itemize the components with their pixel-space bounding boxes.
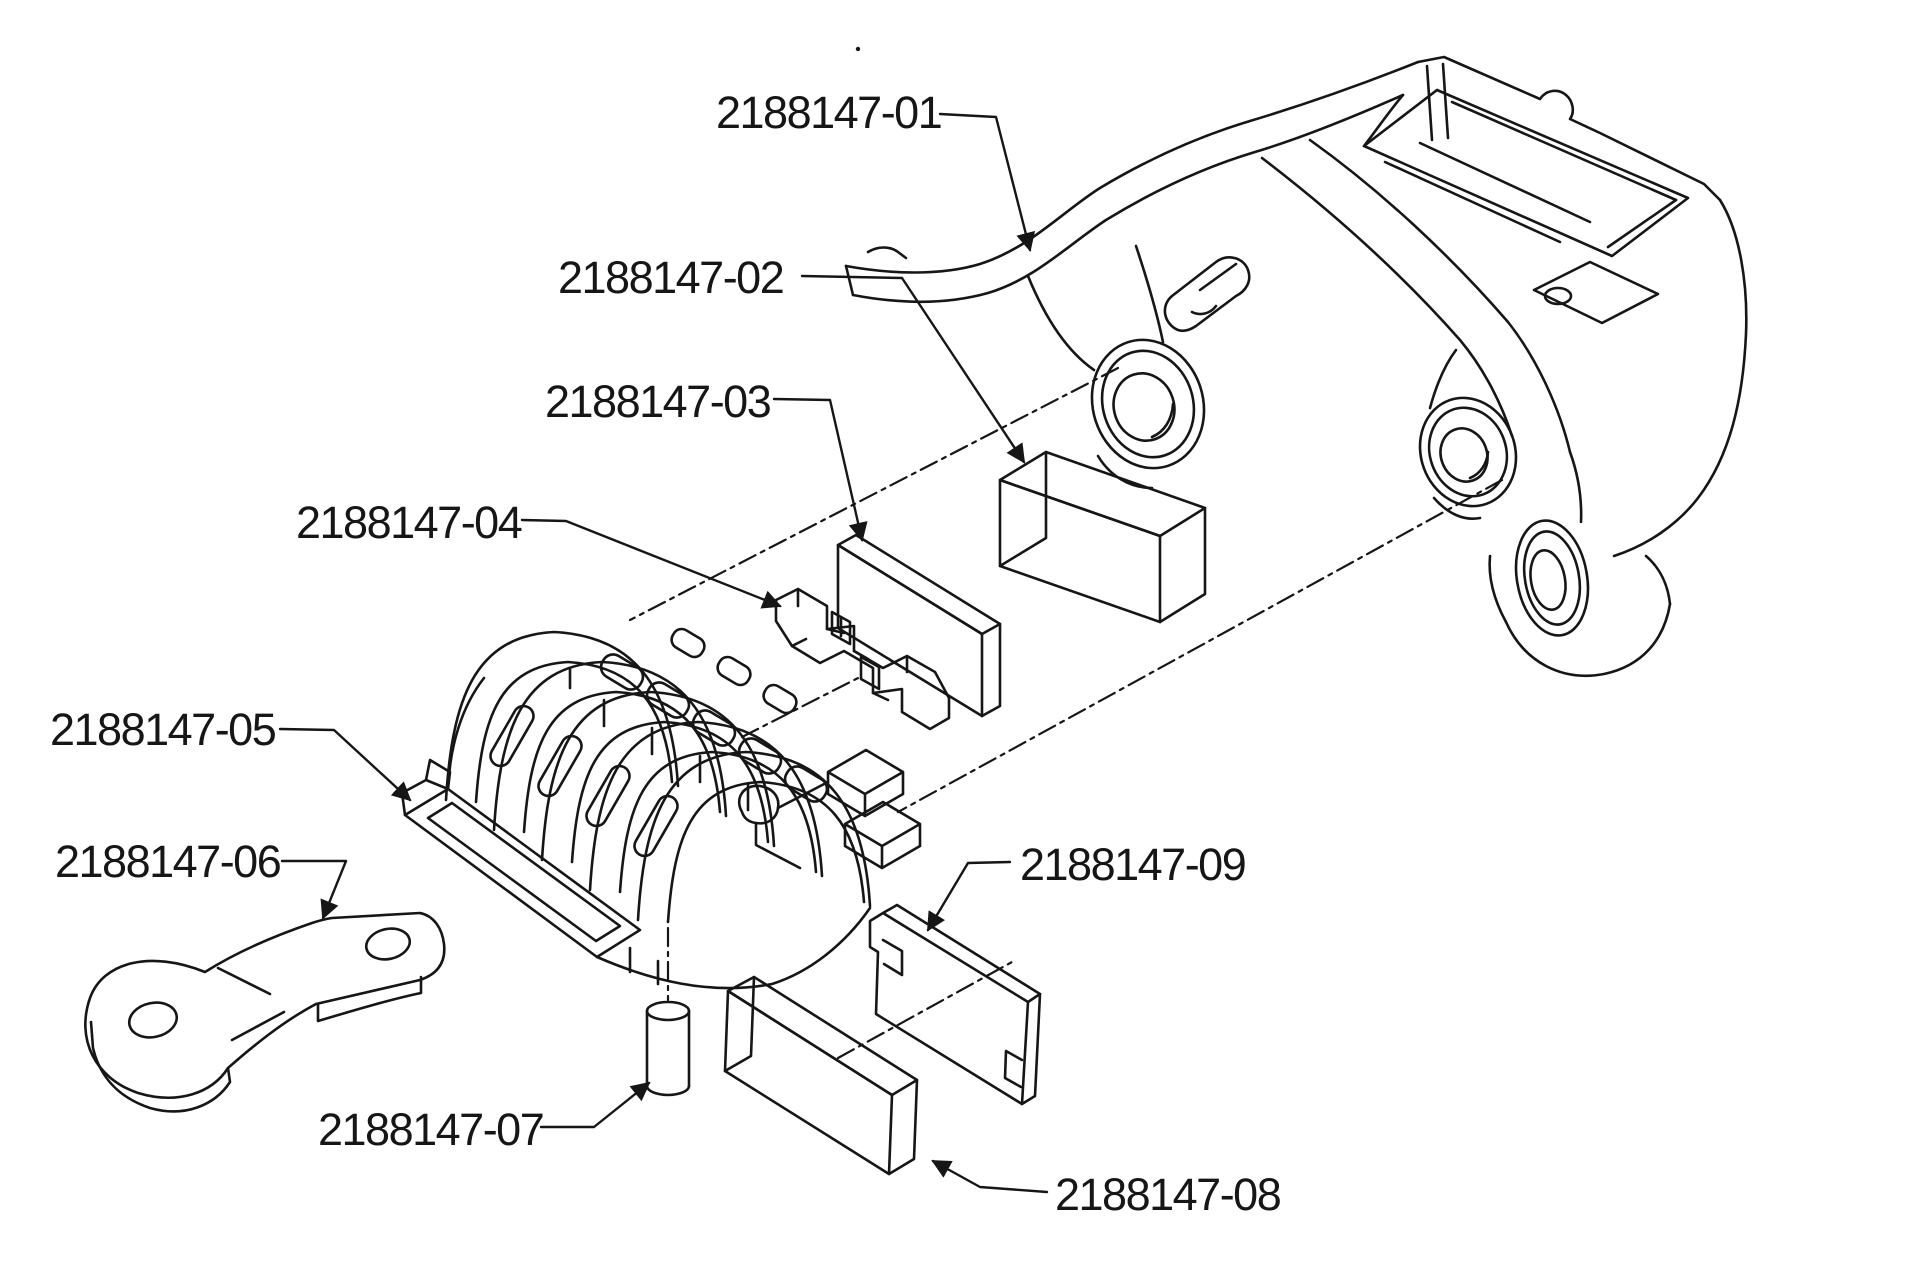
- leader-01: [938, 112, 1036, 252]
- left-boss-ring: [1090, 338, 1206, 470]
- leader-02: [800, 274, 1026, 464]
- part-label-01: 2188147-01: [716, 87, 941, 138]
- part-02-block: [998, 450, 1207, 624]
- part-03-plate: [836, 533, 1002, 718]
- leader-03: [772, 397, 868, 542]
- part-label-04: 2188147-04: [296, 497, 522, 548]
- axis-line-pads: [836, 960, 1014, 1060]
- axis-line-right: [896, 478, 1504, 814]
- leader-lines: [278, 112, 1049, 1194]
- axis-line-clip: [740, 674, 864, 739]
- part-label-08: 2188147-08: [1055, 1169, 1281, 1220]
- part-label-05: 2188147-05: [50, 704, 276, 755]
- center-axis-lines: [628, 366, 1504, 1060]
- part-01-arched-housing: [844, 55, 1748, 678]
- part-label-02: 2188147-02: [558, 252, 783, 303]
- leader-05: [278, 727, 412, 802]
- part-08-slab: [723, 975, 919, 1176]
- bracket-hole-left: [127, 1001, 179, 1039]
- part-labels: 2188147-01 2188147-02 2188147-03 2188147…: [50, 87, 1282, 1220]
- part-07-pin: [645, 1000, 691, 1097]
- leader-04: [520, 518, 782, 609]
- print-speck: [855, 46, 861, 52]
- part-04-clip: [774, 587, 951, 731]
- part-06-bracket: [84, 911, 446, 1113]
- part-label-06: 2188147-06: [55, 836, 281, 887]
- box-opening: [1362, 88, 1690, 258]
- leader-06: [280, 859, 348, 920]
- left-boss-hole: [1112, 372, 1176, 442]
- leader-07: [539, 1081, 651, 1129]
- part-09-notched-plate: [868, 903, 1042, 1106]
- part-05-finned-body: [400, 627, 922, 990]
- leader-09: [926, 860, 1012, 932]
- part-label-09: 2188147-09: [1020, 839, 1245, 890]
- right-boss-hole: [1439, 427, 1489, 483]
- part-label-03: 2188147-03: [545, 376, 771, 427]
- bracket-hole-right: [364, 927, 412, 961]
- part-label-07: 2188147-07: [318, 1104, 543, 1155]
- right-boss-ring: [1418, 396, 1518, 508]
- leader-08: [931, 1159, 1049, 1194]
